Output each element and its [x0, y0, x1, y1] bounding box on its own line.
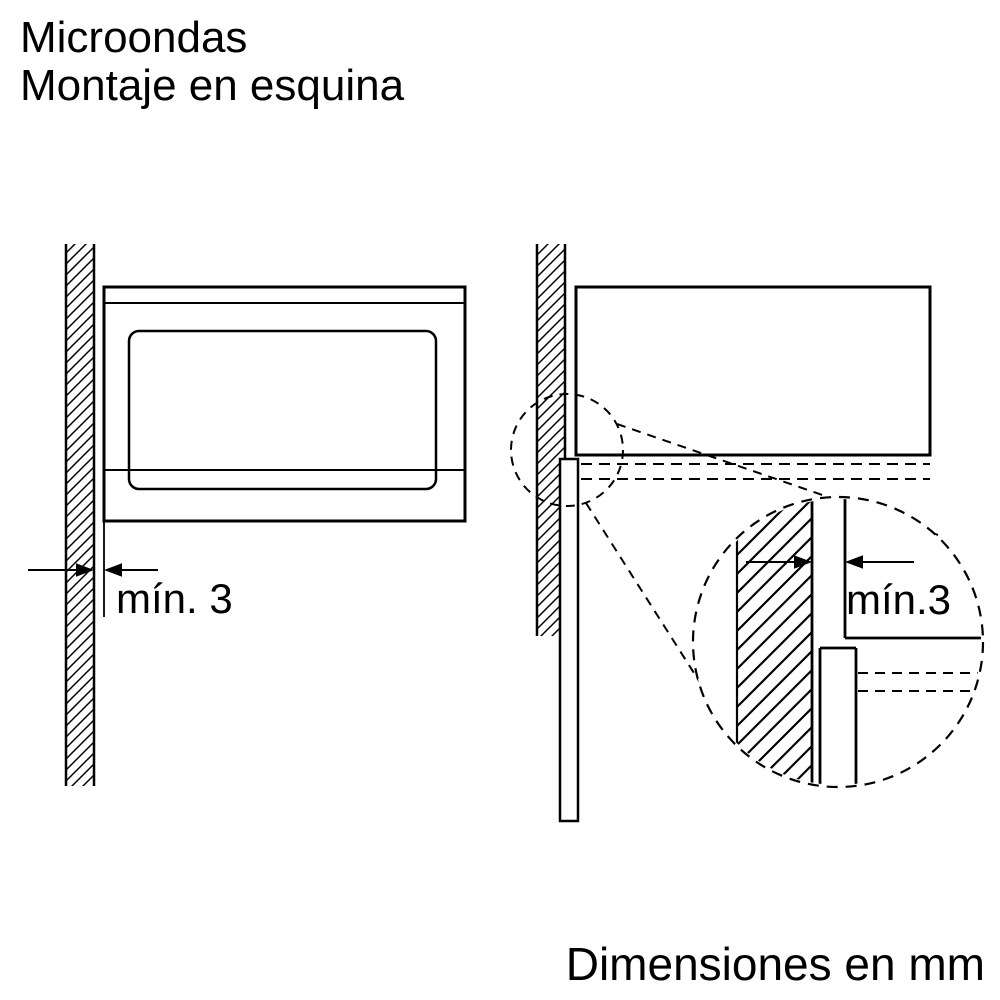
min-gap-label-detail: mín.3 — [846, 576, 951, 623]
arrowhead-right-detail — [794, 555, 812, 569]
door-edge-detail — [818, 646, 858, 785]
arrowhead-left-detail — [845, 555, 863, 569]
wall-hatch-detail — [735, 499, 814, 785]
microwave-door-window — [127, 329, 438, 491]
diagram-title: Microondas Montaje en esquina — [20, 13, 405, 110]
microwave-side-body — [574, 285, 932, 457]
title-line-1: Microondas — [20, 13, 247, 62]
callout-small-circle — [510, 393, 624, 507]
min-gap-label-front: mín. 3 — [116, 575, 233, 622]
title-line-2: Montaje en esquina — [20, 61, 405, 110]
microwave-front — [102, 285, 467, 523]
arrowhead-left — [104, 563, 122, 577]
shelf-dashed-lines — [581, 463, 930, 480]
detail-view-content: mín.3 — [735, 499, 981, 785]
cabinet-edge-detail — [843, 499, 981, 640]
dimension-detail-min-gap: mín.3 — [746, 555, 951, 623]
callout-connector-upper — [616, 423, 939, 536]
shelf-dashed-lines-detail — [858, 672, 981, 692]
dimension-front-min-gap: mín. 3 — [28, 521, 233, 622]
front-view: mín. 3 — [28, 244, 467, 786]
units-label: Dimensiones en mm — [566, 938, 985, 990]
door-panel — [558, 457, 580, 823]
wall-hatch-front — [64, 244, 96, 786]
side-view: mín.3 — [510, 244, 985, 823]
callout-connector-lower — [585, 502, 749, 759]
arrowhead-right — [76, 563, 94, 577]
